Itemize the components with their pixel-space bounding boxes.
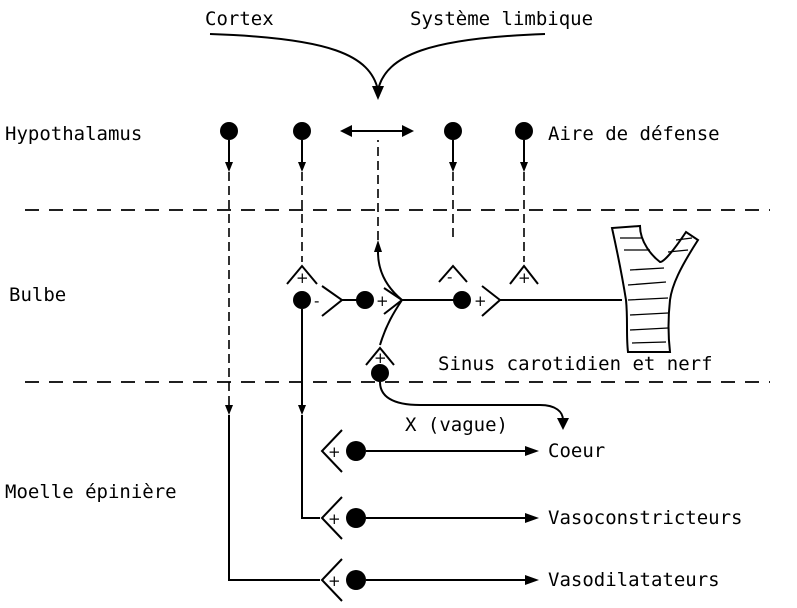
defense-area-label: Aire de défense [548, 123, 720, 145]
neuron1-to-vasodilator-synapse [229, 415, 320, 580]
vagus-arrowhead [557, 418, 569, 430]
vasodilator-neuron [346, 570, 366, 590]
hypothalamus-neuron-1 [220, 122, 238, 140]
synapse-plus-sign: + [296, 269, 309, 287]
vasoconstrictor-neuron [346, 508, 366, 528]
bulbe-inhibitory-synapse [322, 286, 342, 316]
sinus-label: Sinus carotidien et nerf [438, 353, 713, 375]
vagus-label: X (vague) [405, 414, 508, 436]
convergence-brace [210, 34, 545, 90]
bulbe-neuron-c [453, 291, 471, 309]
cortex-label: Cortex [205, 8, 274, 30]
bulbe-label: Bulbe [9, 284, 66, 306]
plus-sign-c: + [474, 292, 487, 310]
bulbe-neuron-b [356, 291, 374, 309]
sinus-neuron [371, 364, 389, 382]
coeur-label: Coeur [548, 440, 605, 462]
carotid-artery-drawing [612, 226, 698, 352]
plus-sign-4: + [518, 269, 531, 287]
double-arrow-left-head [340, 125, 352, 137]
hypothalamus-label: Hypothalamus [5, 123, 142, 145]
synapse-minus-sign: - [314, 292, 319, 310]
vasodilator-label: Vasodilatateurs [548, 569, 720, 591]
vasoconstrictor-label: Vasoconstricteurs [548, 507, 742, 529]
bulbe-neuron-a [293, 291, 311, 309]
bulbe-synapse-3 [439, 266, 467, 282]
hypothalamus-neuron-4 [515, 122, 533, 140]
limbic-system-label: Système limbique [410, 8, 593, 30]
moelle-label: Moelle épinière [5, 481, 177, 503]
coeur-neuron [346, 441, 366, 461]
brace-arrowhead [372, 86, 384, 100]
plus-sign-coeur: + [328, 443, 341, 461]
plus-sign-vasoconstrictor: + [328, 510, 341, 528]
double-arrow-right-head [402, 125, 414, 137]
hypothalamus-neuron-2 [293, 122, 311, 140]
minus-sign-3: - [447, 268, 452, 286]
plus-sign-b: + [376, 292, 389, 310]
hypothalamus-neuron-3 [444, 122, 462, 140]
plus-sign-vasodilator: + [328, 572, 341, 590]
